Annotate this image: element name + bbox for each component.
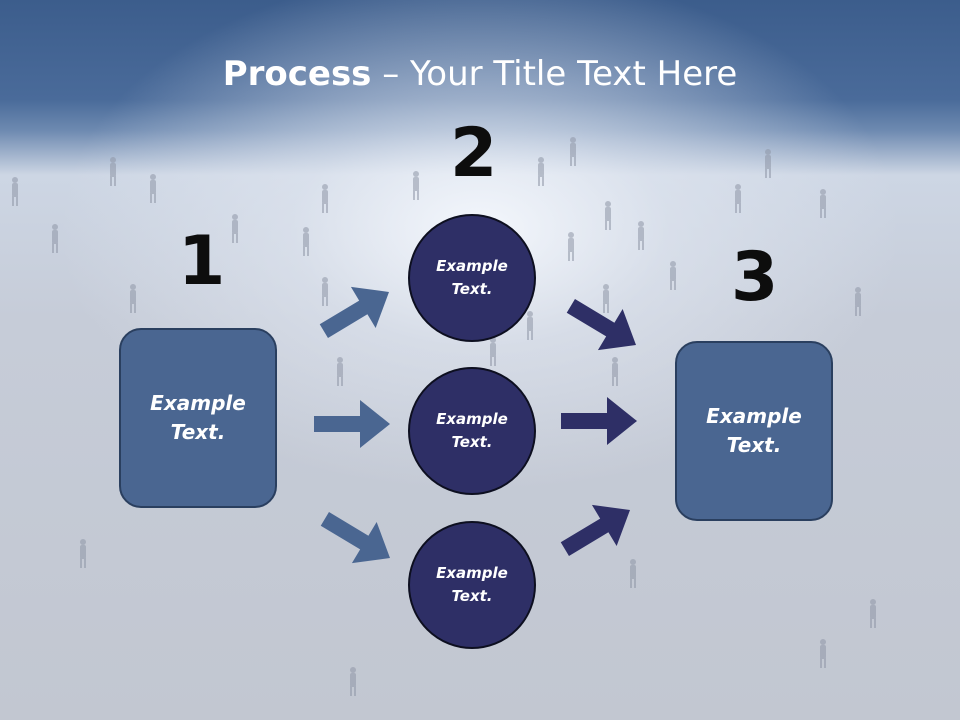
arrow-left-to-middle — [314, 400, 390, 448]
arrow-left-to-top — [319, 286, 389, 339]
right-box-text: Example Text. — [706, 404, 802, 457]
arrow-top-to-right — [566, 298, 636, 351]
left-box-text: Example Text. — [150, 391, 246, 444]
step-number-1: 1 — [178, 222, 226, 301]
arrow-left-to-bottom — [320, 511, 390, 564]
right-box[interactable]: Example Text. — [675, 341, 833, 521]
left-box[interactable]: Example Text. — [119, 328, 277, 508]
circle-middle-text: Example Text. — [436, 410, 508, 451]
title-bold: Process — [222, 54, 372, 94]
circle-top-text: Example Text. — [436, 257, 508, 298]
circle-bottom[interactable]: Example Text. — [408, 521, 536, 649]
slide-title: Process – Your Title Text Here — [0, 52, 960, 96]
circle-top[interactable]: Example Text. — [408, 214, 536, 342]
arrow-bottom-to-right — [560, 504, 630, 557]
step-number-2: 2 — [450, 114, 498, 193]
circle-middle[interactable]: Example Text. — [408, 367, 536, 495]
title-rest: – Your Title Text Here — [371, 54, 738, 94]
step-number-3: 3 — [731, 238, 779, 317]
circle-bottom-text: Example Text. — [436, 564, 508, 605]
arrow-middle-to-right — [561, 397, 637, 445]
